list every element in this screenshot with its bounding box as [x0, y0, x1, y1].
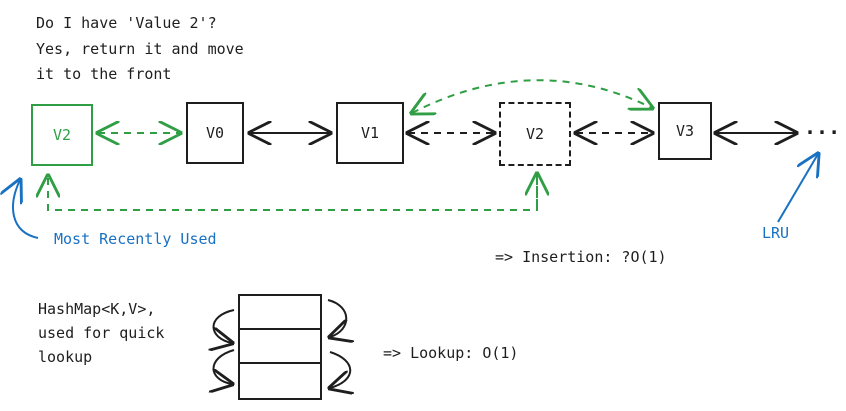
- hashmap-line-3: lookup: [38, 348, 93, 366]
- question-line-2: Yes, return it and move: [36, 40, 244, 58]
- node-v1-label: V1: [360, 124, 380, 142]
- hashmap-line-1: HashMap<K,V>,: [38, 300, 156, 318]
- node-v3-label: V3: [675, 122, 695, 140]
- node-v0-label: V0: [205, 124, 225, 142]
- insertion-complexity-label: => Insertion: ?O(1): [495, 248, 667, 266]
- arrow-mru: [13, 180, 39, 239]
- node-v0: V0: [186, 102, 244, 164]
- node-v3: V3: [658, 102, 712, 160]
- hashmap-bucket-3: [238, 362, 322, 400]
- mru-label: Most Recently Used: [54, 230, 217, 248]
- question-line-1: Do I have 'Value 2'?: [36, 14, 217, 32]
- node-v2-head-label: V2: [52, 126, 72, 144]
- question-line-3: it to the front: [36, 65, 172, 83]
- arrow-lru: [777, 154, 818, 223]
- node-v2-head: V2: [31, 104, 93, 166]
- ellipsis-more-nodes: ...: [804, 115, 841, 139]
- lru-label: LRU: [762, 224, 790, 242]
- arrow-move-to-front: [48, 176, 538, 211]
- lookup-complexity-label: => Lookup: O(1): [383, 344, 519, 362]
- hashmap-line-2: used for quick: [38, 324, 165, 342]
- node-v2-old-label: V2: [525, 125, 545, 143]
- hashmap-arrow-right-bottom: [330, 351, 350, 388]
- hashmap-bucket-1: [238, 294, 322, 330]
- node-v2-old: V2: [499, 102, 571, 166]
- hashmap-bucket-2: [238, 328, 322, 364]
- hashmap-arrow-right-top: [328, 299, 346, 337]
- hashmap-arrow-left-top: [214, 309, 235, 343]
- hashmap-arrow-left-bottom: [214, 349, 235, 384]
- node-v1: V1: [336, 102, 404, 164]
